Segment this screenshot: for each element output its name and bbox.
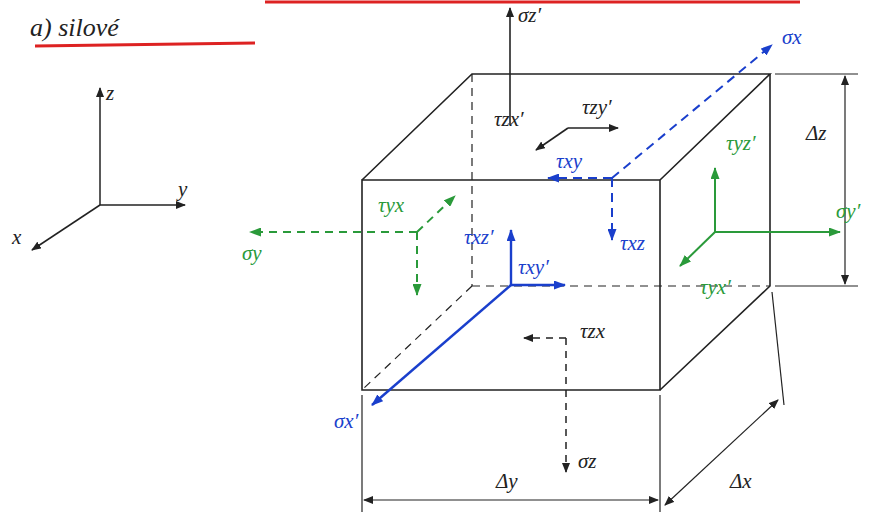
stress-label: σz′: [518, 4, 541, 27]
stress-label: τyz′: [726, 132, 756, 155]
axis-label: y: [178, 178, 187, 201]
axis-label: x: [12, 226, 21, 249]
stress-label: σx′: [334, 410, 358, 433]
stress-label: τzy′: [582, 96, 612, 119]
stress-label: σz: [578, 450, 597, 473]
stress-label: σy: [242, 242, 262, 265]
stress-label: τxz: [620, 232, 645, 255]
stress-label: τxz′: [464, 226, 494, 249]
axis-label: z: [106, 82, 114, 105]
dimension-label: Δx: [730, 470, 752, 493]
stress-label: τzx: [580, 320, 605, 343]
stress-label: τxy: [556, 150, 582, 173]
stress-label: τyx: [378, 194, 404, 217]
figure-title: a) silové: [30, 14, 119, 43]
stress-label: σx: [782, 26, 802, 49]
dimension-label: Δy: [496, 470, 518, 493]
stress-label: τzx′: [494, 108, 524, 131]
stress-label: σy′: [836, 200, 860, 223]
dimension-label: Δz: [806, 122, 827, 145]
stress-label: τyx′: [700, 276, 731, 299]
stress-label: τxy′: [518, 256, 549, 279]
